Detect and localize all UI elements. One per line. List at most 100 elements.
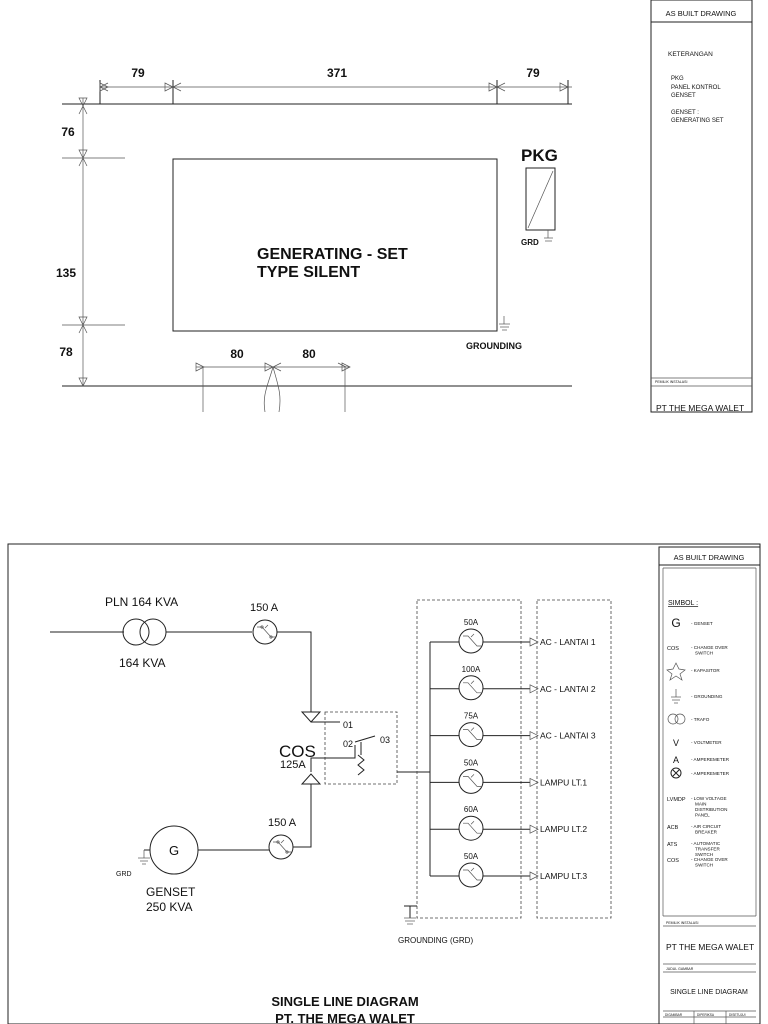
feeder-load-label: LAMPU LT.3 bbox=[540, 871, 587, 881]
trafo-icon bbox=[667, 713, 686, 725]
top-owner-small: PEMILIK INSTALASI bbox=[655, 380, 687, 384]
keterangan-label: KETERANGAN bbox=[668, 51, 713, 58]
feeder-breaker-icon bbox=[458, 628, 484, 654]
dim-left-2: 135 bbox=[56, 266, 76, 280]
feeder-arrow-icon bbox=[529, 637, 539, 647]
legend-symbol: V bbox=[673, 738, 679, 748]
feeder-arrow-icon bbox=[529, 824, 539, 834]
feeder-load-label: AC - LANTAI 2 bbox=[540, 684, 596, 694]
note-line: GENSET : bbox=[671, 110, 699, 116]
genset-label-1: GENSET bbox=[146, 885, 196, 899]
feeder-rating: 60A bbox=[464, 805, 479, 814]
legend-text: SWITCH bbox=[695, 852, 713, 857]
genset-grounding-icon bbox=[138, 850, 150, 865]
genset-grd-label: GRD bbox=[116, 871, 132, 878]
footer-cell: DIPERIKSA bbox=[697, 1013, 715, 1017]
legend-item: G- GENSET bbox=[671, 616, 713, 630]
legend-symbol: A bbox=[673, 755, 679, 765]
dim-left-3: 78 bbox=[59, 345, 73, 359]
genset-outline bbox=[172, 158, 498, 332]
top-owner: PT THE MEGA WALET bbox=[656, 403, 744, 413]
legend-item: V - VOLTMETER bbox=[673, 738, 722, 748]
legend-text: - AMPEREMETER bbox=[691, 771, 730, 776]
grounding-icon bbox=[499, 316, 510, 331]
legend-item: - KAPASITOR bbox=[666, 662, 720, 681]
trafo-label: 164 KVA bbox=[119, 656, 165, 670]
feeder-arrow-icon bbox=[529, 731, 539, 741]
feeder-load-label: AC - LANTAI 1 bbox=[540, 637, 596, 647]
legend-text: - GROUNDING bbox=[691, 694, 723, 699]
legend-text: PANEL bbox=[695, 813, 710, 818]
legend-item: - AMPEREMETER bbox=[670, 767, 730, 779]
main-grounding-icon bbox=[404, 917, 416, 925]
feeder-load-label: AC - LANTAI 3 bbox=[540, 731, 596, 741]
cos-03: 03 bbox=[380, 735, 390, 745]
legend-item: - TRAFO bbox=[667, 713, 710, 725]
simbol-label: SIMBOL : bbox=[668, 600, 698, 607]
genset-g-label: G bbox=[169, 843, 179, 858]
dim-top-left: 79 bbox=[131, 66, 145, 80]
legend-text: - AMPEREMETER bbox=[691, 757, 730, 762]
bottom-title-block: AS BUILT DRAWING SIMBOL : G- GENSET COS- … bbox=[658, 546, 761, 1024]
feeder-arrow-icon bbox=[529, 871, 539, 881]
note-line: PANEL KONTROL bbox=[671, 85, 721, 91]
cos-02: 02 bbox=[343, 739, 353, 749]
feeder-breaker-icon bbox=[458, 722, 484, 748]
legend-text: - AUTOMATIC bbox=[691, 841, 721, 846]
dim-bottom-2: 80 bbox=[302, 347, 316, 361]
legend-text: TRANSFER bbox=[695, 847, 720, 852]
legend-text: BREAKER bbox=[695, 830, 718, 835]
genset-label-2: TYPE SILENT bbox=[257, 264, 360, 281]
feeder-rating: 100A bbox=[462, 665, 481, 674]
bottom-owner-small: PEMILIK INSTALASI bbox=[666, 921, 698, 925]
feeder-breaker-icon bbox=[458, 768, 484, 794]
legend-symbol: ACB bbox=[667, 825, 679, 831]
pkg-grounding-icon bbox=[544, 230, 553, 242]
cos-input-2-arrow bbox=[300, 773, 322, 785]
dim-bottom-1: 80 bbox=[230, 347, 244, 361]
dim-top-right: 79 bbox=[526, 66, 540, 80]
legend-text: - CHANGE OVER bbox=[691, 645, 728, 650]
legend-text: SWITCH bbox=[695, 651, 713, 656]
feeder-load-label: LAMPU LT.1 bbox=[540, 777, 587, 787]
cos-rating: 125A bbox=[280, 759, 306, 771]
legend-text: - AIR CIRCUIT bbox=[691, 824, 721, 829]
pkg-panel bbox=[525, 167, 556, 231]
breaker-top-icon bbox=[252, 619, 278, 645]
cos-label: COS bbox=[279, 742, 316, 761]
legend-text: - KAPASITOR bbox=[691, 668, 720, 673]
legend-symbol: LVMDP bbox=[667, 797, 686, 803]
lamp-icon bbox=[670, 767, 682, 779]
note-line: GENERATING SET bbox=[671, 118, 724, 124]
legend-text: MAIN bbox=[695, 802, 706, 807]
load-panel bbox=[536, 599, 612, 919]
feeder: 50A AC - LANTAI 1 bbox=[430, 618, 596, 654]
grounding-label: GROUNDING bbox=[466, 341, 522, 351]
cos-input-1-arrow bbox=[300, 711, 322, 723]
note-line: PKG bbox=[671, 76, 684, 82]
site-plan: 79 371 79 76 135 78 GENERATING - SET TYP… bbox=[56, 66, 572, 413]
legend-text: - VOLTMETER bbox=[691, 740, 722, 745]
breaker-bottom-rating: 150 A bbox=[268, 817, 297, 829]
feeder-breaker-icon bbox=[458, 862, 484, 888]
bottom-owner: PT THE MEGA WALET bbox=[666, 942, 754, 952]
feeder-breaker-icon bbox=[458, 815, 484, 841]
main-grounding-label: GROUNDING (GRD) bbox=[398, 936, 473, 945]
pkg-label: PKG bbox=[521, 146, 558, 165]
legend-text: - CHANGE OVER bbox=[691, 857, 728, 862]
legend-text: - LOW VOLTAGE bbox=[691, 796, 727, 801]
feeder: 100A AC - LANTAI 2 bbox=[430, 665, 596, 701]
bottom-title-header: AS BUILT DRAWING bbox=[674, 553, 745, 562]
feeder-rating: 50A bbox=[464, 618, 479, 627]
grounding-icon bbox=[671, 689, 681, 704]
legend-text: - GENSET bbox=[691, 621, 713, 626]
